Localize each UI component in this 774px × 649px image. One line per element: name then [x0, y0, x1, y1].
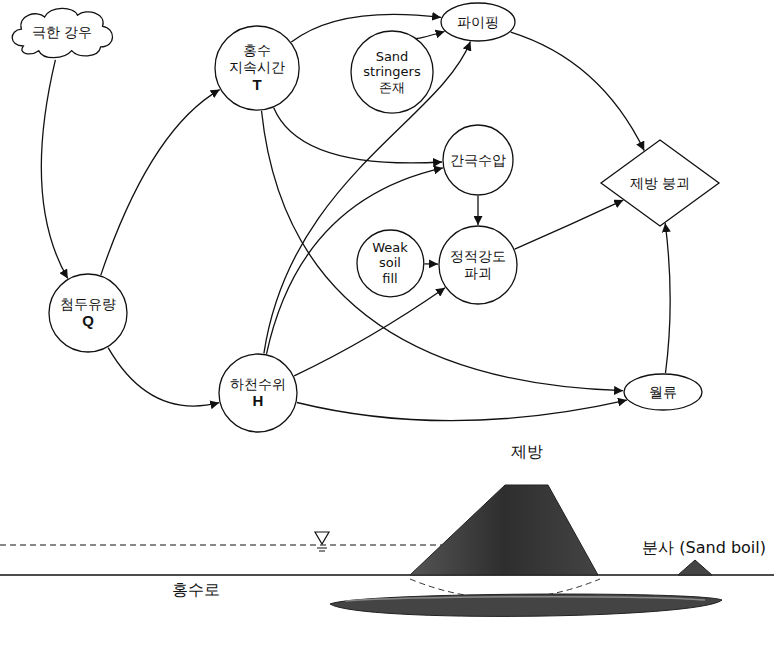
- influence-arrow: [511, 32, 645, 150]
- node-text-group: 제방 붕괴: [630, 175, 690, 192]
- node-text-group: 첨두유량Q: [60, 296, 116, 331]
- sand-boil: [678, 560, 712, 575]
- condition-node: Sand stringers 존재: [350, 30, 434, 114]
- node-text-group: 홍수 지속시간T: [229, 42, 285, 94]
- node-label: 제방 붕괴: [630, 175, 690, 192]
- node-label: 파이핑: [457, 14, 499, 31]
- levee-body: [410, 485, 598, 575]
- node-text-group: Sand stringers 존재: [363, 49, 420, 96]
- water-level-tick: [317, 548, 327, 549]
- node-label: 극한 강우: [32, 24, 92, 41]
- influence-arrow: [41, 60, 67, 279]
- variable-node: 하천수위H: [218, 353, 298, 433]
- node-label: 정적강도 파괴: [450, 248, 506, 282]
- circle-shape: [49, 274, 127, 352]
- node-text-group: 월류: [649, 384, 677, 401]
- node-label: 월류: [649, 384, 677, 401]
- symbol-letter: H: [253, 392, 264, 410]
- cloud-shape: [12, 8, 112, 57]
- circle-shape: [439, 226, 517, 304]
- circle-shape: [215, 26, 299, 110]
- node-text-group: 파이핑: [457, 14, 499, 31]
- symbol-letter: Q: [82, 312, 94, 330]
- circle-shape: [219, 354, 297, 432]
- node-text-group: 극한 강우: [32, 24, 92, 41]
- node-text-group: 정적강도 파괴: [450, 248, 506, 282]
- influence-arrow: [416, 32, 444, 39]
- circle-shape: [441, 3, 515, 41]
- influence-arrow: [267, 168, 443, 354]
- diamond-shape: [601, 140, 719, 226]
- node-label: Sand stringers 존재: [363, 49, 420, 96]
- influence-arrow: [477, 196, 478, 225]
- water-level-symbol: [315, 532, 329, 544]
- water-level-line: [0, 545, 455, 546]
- variable-node: 첨두유량Q: [48, 273, 128, 353]
- influence-arrow: [665, 223, 670, 373]
- node-text-group: 하천수위H: [230, 376, 286, 411]
- sand-layer-highlight: [345, 597, 705, 601]
- water-level-tick: [319, 551, 325, 552]
- influence-arrow: [515, 200, 624, 249]
- event-node: 파이핑: [440, 2, 516, 42]
- influence-arrow: [101, 90, 220, 276]
- sand-layer: [330, 594, 722, 616]
- node-label: 홍수 지속시간: [229, 42, 285, 76]
- influence-arrow: [424, 263, 438, 265]
- part-name: 홍수로: [172, 580, 220, 599]
- part-name: 제방: [511, 442, 543, 461]
- influence-arrow: [297, 400, 627, 421]
- node-text-group: Weak soil fill: [372, 240, 408, 287]
- circle-shape: [357, 230, 424, 297]
- symbol-letter: T: [252, 76, 261, 94]
- cloud-node: 극한 강우: [4, 4, 120, 60]
- condition-node: Weak soil fill: [356, 229, 425, 298]
- circle-shape: [443, 125, 513, 195]
- influence-arrow: [262, 111, 624, 391]
- ground-line: [0, 574, 774, 575]
- node-text-group: 간극수압: [450, 152, 506, 169]
- decision-diamond: 제방 붕괴: [600, 139, 720, 227]
- event-node: 월류: [623, 373, 703, 411]
- node-label: Weak soil fill: [372, 240, 408, 287]
- variable-node: 홍수 지속시간T: [214, 25, 300, 111]
- circle-shape: [351, 31, 433, 113]
- node-label: 간극수압: [450, 152, 506, 169]
- part-name: 분사 (Sand boil): [642, 538, 766, 557]
- circle-shape: [624, 374, 702, 410]
- event-node: 간극수압: [442, 124, 514, 196]
- influence-arrow: [274, 108, 442, 163]
- event-node: 정적강도 파괴: [438, 225, 518, 305]
- node-label: 첨두유량: [60, 296, 116, 313]
- node-label: 하천수위: [230, 376, 286, 393]
- influence-arrow: [108, 348, 219, 406]
- influence-arrow: [294, 288, 445, 376]
